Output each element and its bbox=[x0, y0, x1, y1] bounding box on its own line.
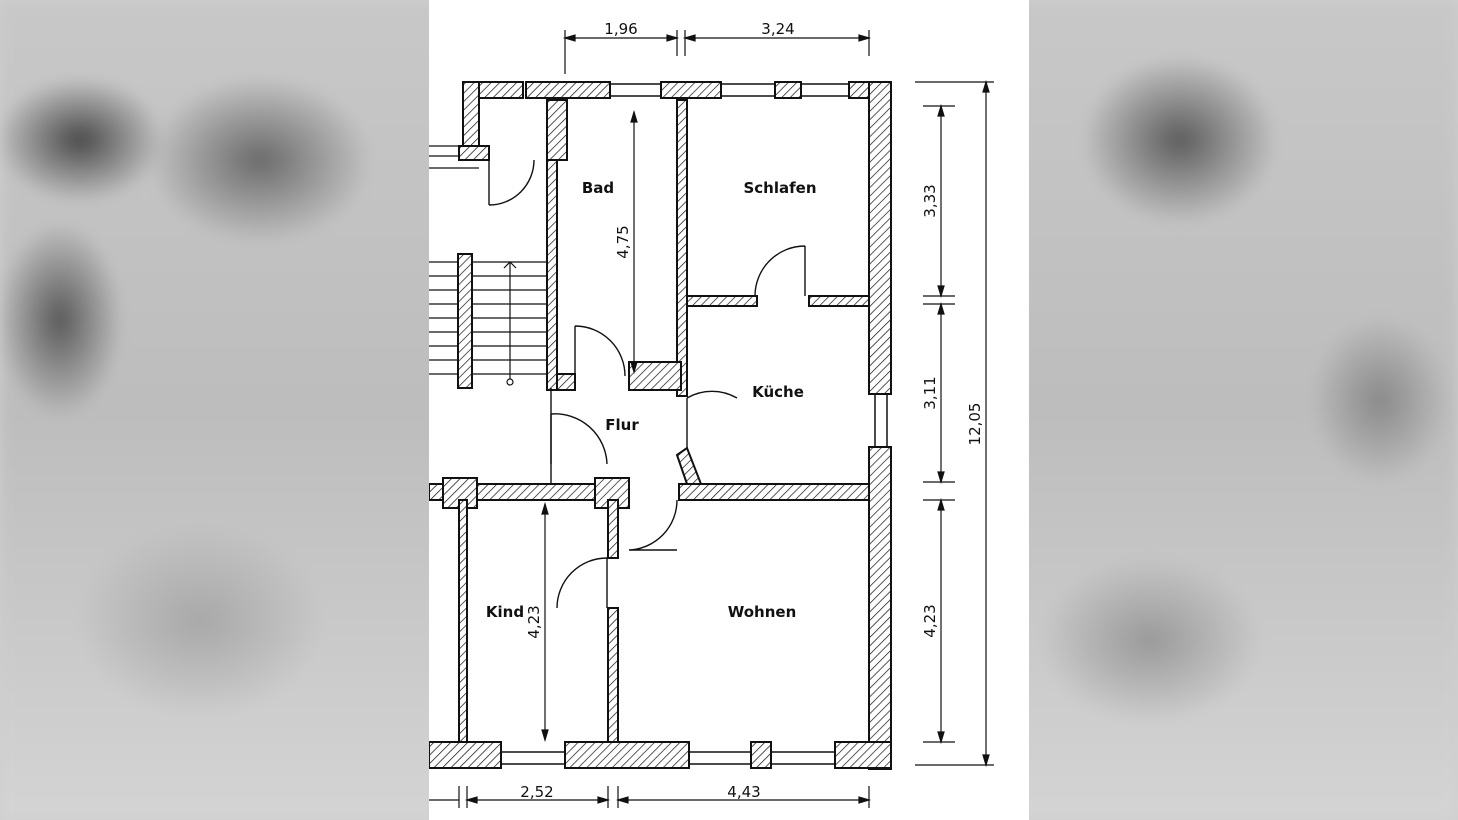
room-label-wohnen: Wohnen bbox=[728, 603, 797, 621]
dim-label-right-total: 12,05 bbox=[966, 403, 984, 446]
room-label-bad: Bad bbox=[582, 179, 614, 197]
dim-label-top-left: 1,96 bbox=[604, 20, 637, 38]
wall-top-mid bbox=[660, 81, 722, 99]
floor-plan: Bad Schlafen Küche Flur Kind Wohnen 1,96… bbox=[429, 20, 994, 808]
wall-bad-bottom-right bbox=[628, 361, 682, 391]
dim-label-bottom-right: 4,43 bbox=[727, 783, 760, 801]
wall-kueche-door-jamb bbox=[675, 446, 703, 485]
room-label-kind: Kind bbox=[486, 603, 524, 621]
window-top-bad bbox=[609, 83, 662, 97]
wall-bad-left-outer bbox=[546, 99, 568, 161]
door-wohnen-top bbox=[628, 499, 678, 551]
room-label-kueche: Küche bbox=[752, 383, 804, 401]
window-top-schlafen-right bbox=[800, 83, 850, 97]
window-bottom-wohnen-left bbox=[688, 751, 752, 765]
walls bbox=[429, 81, 892, 770]
door-flur bbox=[550, 413, 608, 465]
wall-kind-right-upper bbox=[607, 499, 619, 559]
windows bbox=[500, 83, 888, 765]
door-schlafen bbox=[754, 245, 806, 297]
door-kind bbox=[556, 557, 608, 609]
door-entry bbox=[488, 159, 535, 206]
wall-bottom-right bbox=[834, 741, 892, 769]
wall-kind-left bbox=[458, 499, 468, 745]
dim-label-bottom-left: 2,52 bbox=[520, 783, 553, 801]
wall-bottom-pier bbox=[750, 741, 772, 769]
dim-label-right-lower: 4,23 bbox=[921, 604, 939, 637]
wall-kueche-bottom bbox=[678, 483, 870, 501]
wall-bad-right bbox=[676, 99, 688, 397]
wall-right-upper bbox=[868, 81, 892, 395]
wall-top-bad bbox=[525, 81, 611, 99]
wall-bad-bottom-left bbox=[556, 373, 576, 391]
staircase bbox=[429, 145, 547, 389]
doors bbox=[488, 159, 806, 609]
floor-plan-sheet: Bad Schlafen Küche Flur Kind Wohnen 1,96… bbox=[429, 0, 1029, 820]
wall-top-pier bbox=[774, 81, 802, 99]
wall-schlafen-bottom-left bbox=[686, 295, 758, 307]
wall-bottom-mid bbox=[564, 741, 690, 769]
wall-bottom-left bbox=[429, 741, 502, 769]
window-top-schlafen-left bbox=[720, 83, 776, 97]
dim-label-bad-height: 4,75 bbox=[614, 225, 632, 258]
room-label-schlafen: Schlafen bbox=[743, 179, 816, 197]
wall-schlafen-bottom-right bbox=[808, 295, 870, 307]
dim-label-top-right: 3,24 bbox=[761, 20, 794, 38]
dim-label-right-upper: 3,33 bbox=[921, 184, 939, 217]
dim-label-kind-height: 4,23 bbox=[525, 605, 543, 638]
door-kueche bbox=[686, 390, 738, 448]
dimension-lines bbox=[429, 30, 994, 808]
window-kueche bbox=[874, 393, 888, 448]
wall-right-lower bbox=[868, 446, 892, 770]
room-label-flur: Flur bbox=[605, 416, 639, 434]
window-bottom-kind bbox=[500, 751, 566, 765]
dim-label-right-middle: 3,11 bbox=[921, 376, 939, 409]
wall-kind-right-lower bbox=[607, 607, 619, 745]
window-bottom-wohnen-right bbox=[770, 751, 836, 765]
wall-entry-box-left bbox=[458, 145, 490, 161]
door-bad bbox=[574, 325, 626, 377]
